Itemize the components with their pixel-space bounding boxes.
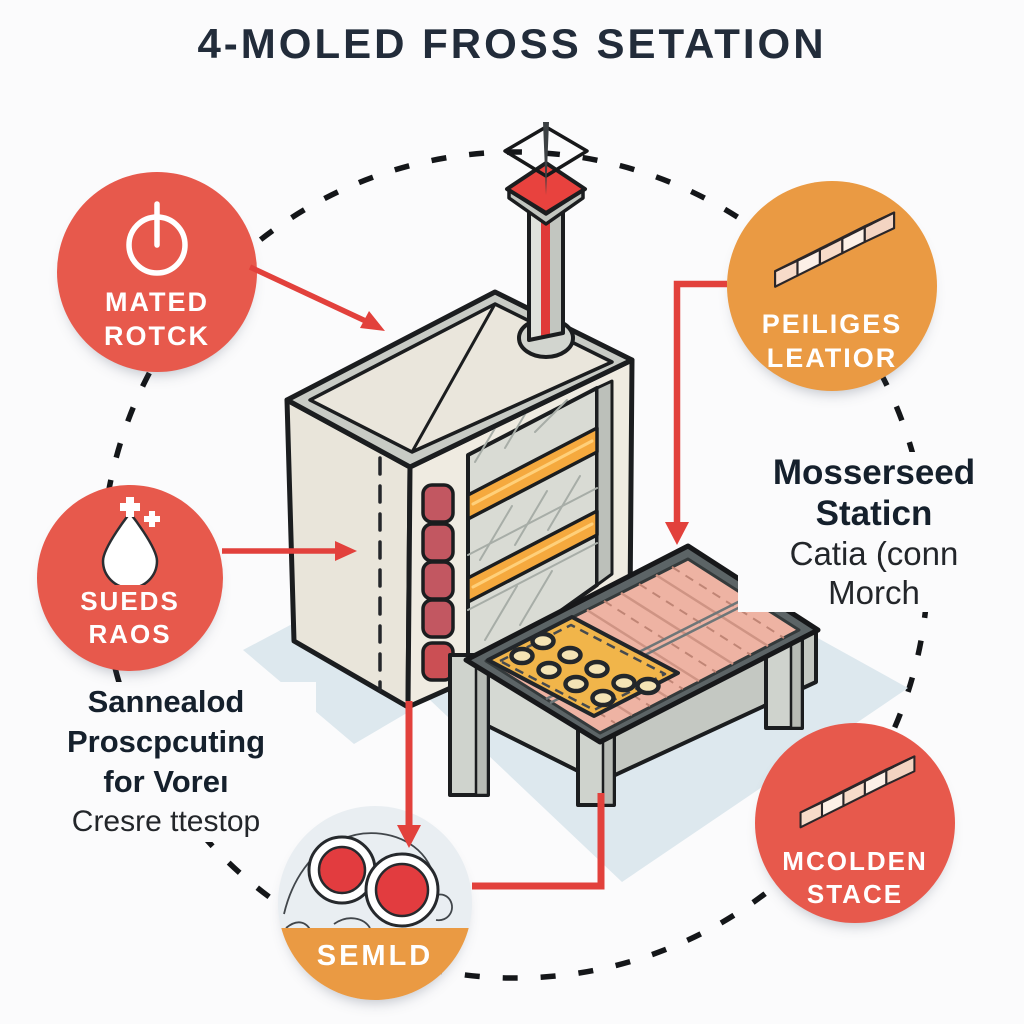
badge-label: PEILIGES LEATIOR: [761, 309, 903, 373]
sliced-blocks-icon: [773, 211, 896, 288]
heating-trays: [466, 426, 599, 604]
sliced-blocks-icon: [799, 755, 916, 829]
oven-control-buttons: [421, 483, 455, 682]
badge-label: MATED ROTCK: [104, 287, 210, 351]
annotation-mosserseed-station: Mosserseed Staticn Catia (conn Morch: [738, 452, 1010, 612]
callout-mcolden-stace: MCOLDEN STACE: [755, 723, 955, 923]
callout-sueds-raos: SUEDS RAOS: [37, 485, 223, 671]
dough-with-cherries-icon: [283, 832, 453, 935]
annotation-line: Catia (conn: [789, 535, 959, 572]
cookies: [509, 631, 661, 708]
annotation-line: for Voreı: [103, 764, 229, 799]
oven-top-seam: [410, 302, 497, 454]
annotation-sannealod: Sannealod Proscpcuting for Voreı Cresre …: [16, 682, 316, 842]
semld-band: SEMLD: [278, 928, 472, 1000]
annotation-line: Staticn: [815, 494, 933, 533]
callout-peiliges-leatior: PEILIGES LEATIOR: [727, 181, 937, 391]
callout-semld: SEMLD: [278, 806, 472, 1000]
annotation-line: Morch: [828, 574, 920, 611]
badge-label: SEMLD: [316, 939, 434, 972]
annotation-line: Proscpcuting: [66, 724, 266, 759]
annotation-line: Mosserseed: [772, 453, 976, 492]
badge-label: SUEDS RAOS: [80, 586, 180, 649]
cookie-tray: [486, 615, 680, 718]
badge-label: MCOLDEN STACE: [782, 846, 928, 909]
chimney: [503, 122, 589, 359]
oven-chamber-sidewall: [595, 379, 614, 587]
annotation-line: Cresre ttestop: [71, 805, 261, 838]
droplet-icon: [101, 497, 160, 585]
power-icon: [126, 201, 188, 276]
chimney-red-stripe: [541, 192, 550, 338]
callout-mated-rotck: MATED ROTCK: [57, 172, 257, 372]
oven-machine: [284, 289, 635, 710]
chimney-vane-needle: [543, 122, 549, 195]
annotation-line: Sannealod: [87, 684, 245, 719]
work-table: [448, 543, 821, 807]
page-title: 4-MOLED FROSS SETATION: [197, 20, 827, 67]
